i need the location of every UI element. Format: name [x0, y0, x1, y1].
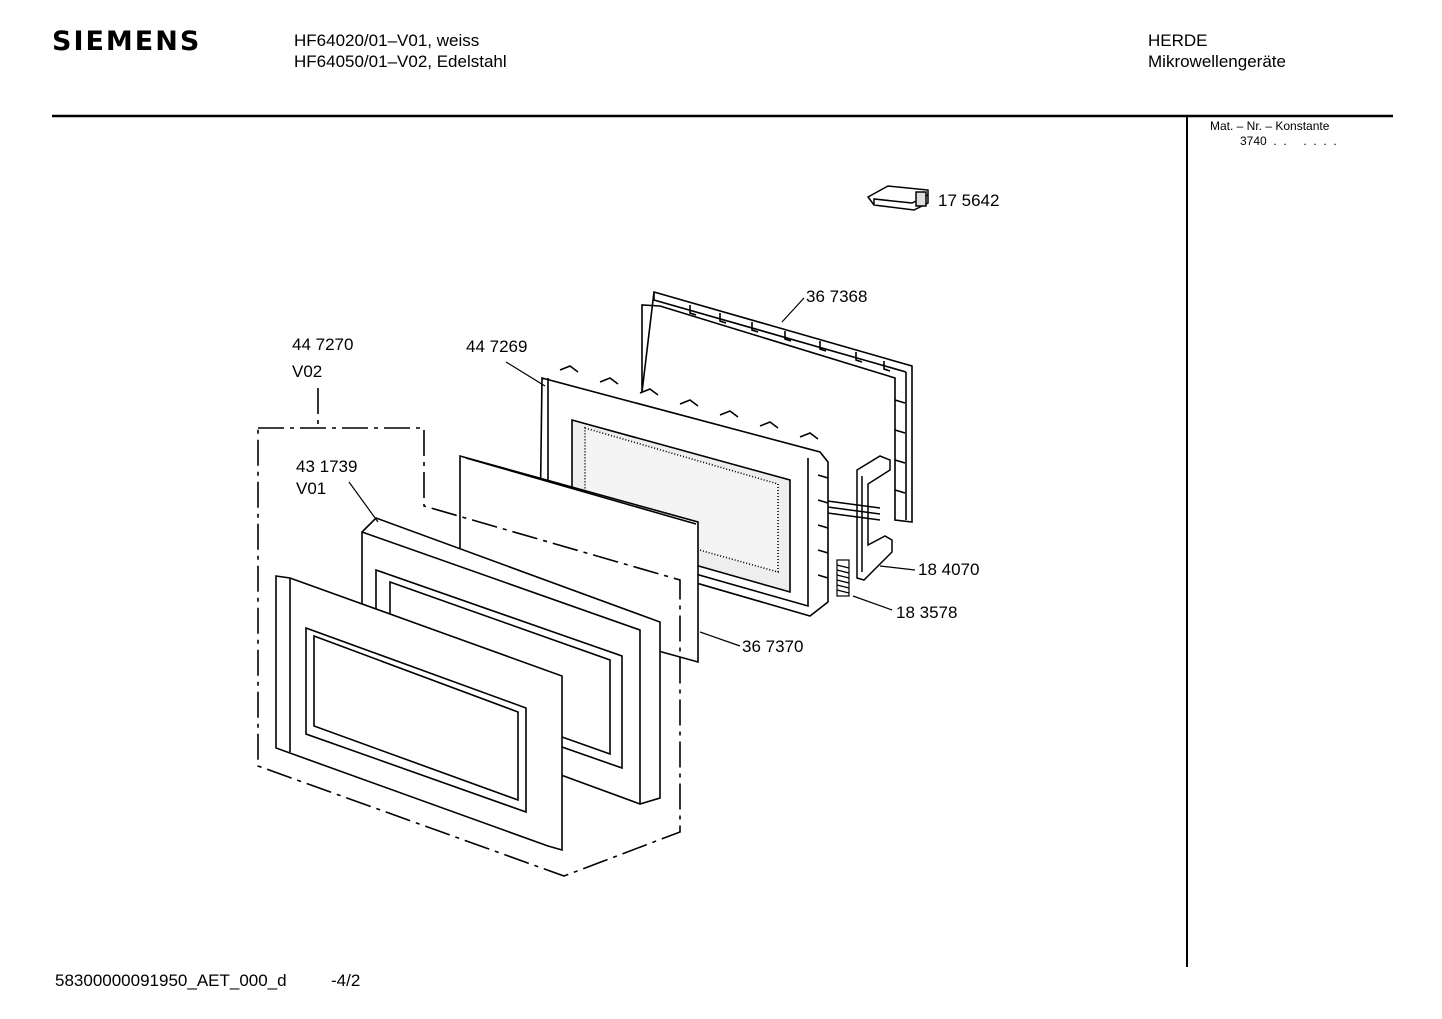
mat-nr-caption: Mat. – Nr. – Konstante	[1210, 119, 1330, 133]
part-number-447269: 44 7269	[466, 337, 528, 356]
model-list: HF64020/01–V01, weiss HF64050/01–V02, Ed…	[294, 30, 507, 72]
back-frame-drawing	[641, 290, 913, 523]
model-line-2: HF64050/01–V02, Edelstahl	[294, 52, 507, 71]
part-number-175642: 17 5642	[938, 191, 1000, 210]
clip-part-drawing	[866, 185, 929, 211]
part-number-183578: 18 3578	[896, 603, 958, 622]
category-block: HERDE Mikrowellengeräte	[1148, 30, 1286, 72]
footer-page: -4/2	[331, 971, 361, 990]
variant-envelope	[257, 388, 681, 877]
part-number-184070: 18 4070	[918, 560, 980, 579]
hinge-drawing	[819, 455, 893, 581]
mat-nr-value: 3740 . . . . . .	[1240, 134, 1337, 148]
part-number-431739: 43 1739	[296, 457, 358, 476]
part-number-367368: 36 7368	[806, 287, 868, 306]
category-line-2: Mikrowellengeräte	[1148, 52, 1286, 71]
variant-label-v02: V02	[292, 362, 323, 381]
category-line-1: HERDE	[1148, 31, 1208, 50]
spring-drawing	[836, 559, 850, 597]
model-line-1: HF64020/01–V01, weiss	[294, 31, 480, 50]
siemens-logo: SIEMENS	[52, 26, 202, 57]
leader-lines	[348, 297, 916, 647]
part-number-447270: 44 7270	[292, 335, 354, 354]
front-frame-drawing	[275, 575, 563, 852]
footer-doc-id: 58300000091950_AET_000_d	[55, 971, 287, 990]
variant-label-v01: V01	[296, 479, 327, 498]
part-number-367370: 36 7370	[742, 637, 804, 656]
